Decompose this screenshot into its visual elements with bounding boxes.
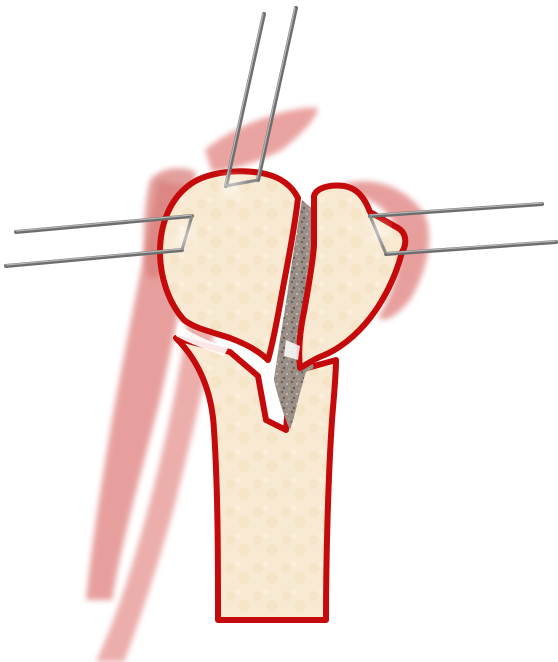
wire-top-right-shine <box>257 8 295 180</box>
wire-top-right <box>258 8 296 180</box>
